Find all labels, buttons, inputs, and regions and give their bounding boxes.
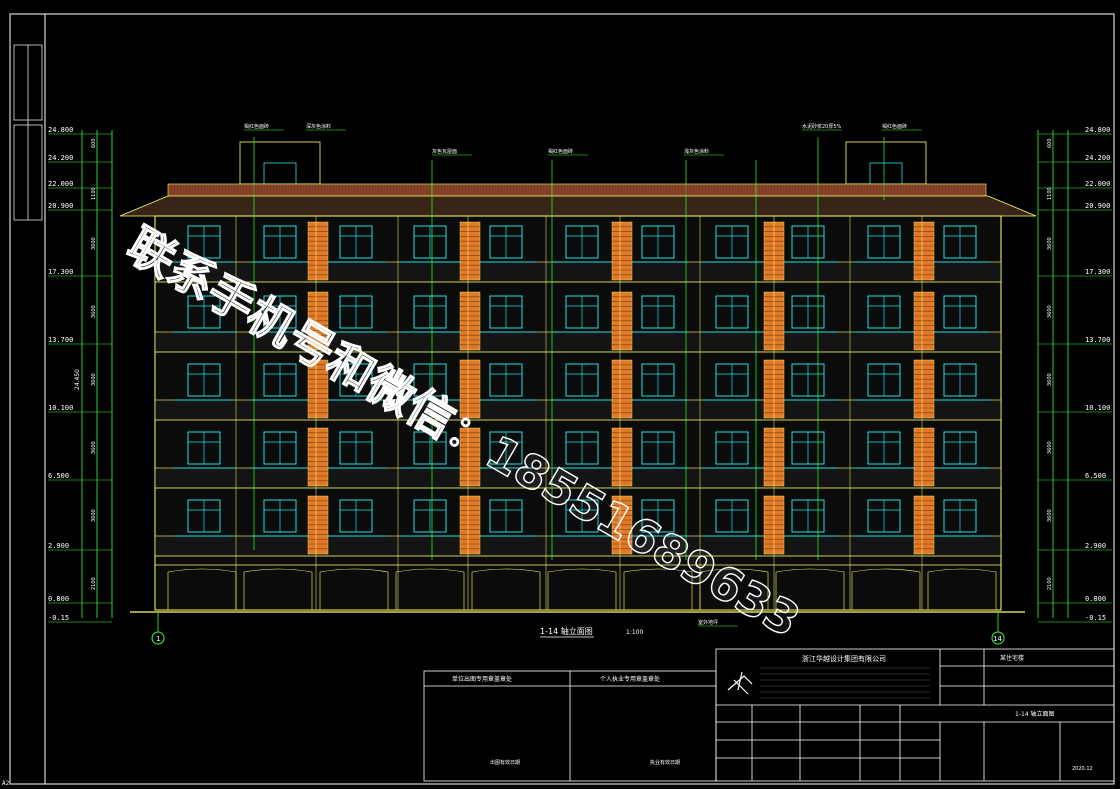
material-annotation: 室外地坪 bbox=[698, 619, 718, 626]
balcony-band bbox=[154, 399, 1002, 421]
level-label: 6.500 bbox=[48, 472, 69, 480]
ground-arch bbox=[167, 568, 237, 610]
level-label: 22.000 bbox=[1085, 180, 1110, 188]
material-annotations: 褐红色面砖深灰色涂料灰色瓦屋面褐红色面砖浅灰色涂料水泥砂浆20厚5%褐红色面砖室… bbox=[244, 123, 922, 627]
ground-arch bbox=[243, 568, 313, 610]
stamp-note-personal: 执业有效日期 bbox=[650, 759, 680, 766]
level-label: 13.700 bbox=[48, 336, 73, 344]
balcony-band bbox=[154, 535, 1002, 557]
axis-label-right: 14 bbox=[993, 635, 1002, 643]
balcony-band bbox=[154, 467, 1002, 489]
dimension-label: 3600 bbox=[91, 373, 97, 386]
level-label: -0.15 bbox=[1085, 614, 1106, 622]
level-label: 24.800 bbox=[48, 126, 73, 134]
ground-arch bbox=[319, 568, 389, 610]
ground-arch bbox=[547, 568, 617, 610]
title-block bbox=[423, 648, 1115, 782]
axis-bubble-left bbox=[151, 631, 165, 645]
material-annotation: 灰色瓦屋面 bbox=[432, 148, 457, 155]
level-label: 2.900 bbox=[48, 542, 69, 550]
dimension-label: 3600 bbox=[1047, 441, 1053, 454]
company-name: 浙江华越设计集团有限公司 bbox=[802, 654, 886, 663]
sheet-name: 1-14 轴立面图 bbox=[1015, 710, 1055, 718]
level-label: 0.800 bbox=[1085, 595, 1106, 603]
sheet-date: 2020.12 bbox=[1072, 766, 1093, 772]
dimension-label: 2100 bbox=[1047, 577, 1053, 590]
sheet-corner-label: A2 bbox=[2, 780, 10, 787]
level-label: 10.100 bbox=[1085, 404, 1110, 412]
ground-arch bbox=[395, 568, 465, 610]
dimension-labels-left: 600 600 1100 1100 3600 3600 3600 3600 3600 3600 36… bbox=[91, 138, 1053, 590]
drawing-scale: 1:100 bbox=[626, 629, 643, 636]
material-annotation: 浅灰色涂料 bbox=[684, 148, 709, 155]
material-annotation: 褐红色面砖 bbox=[548, 148, 573, 155]
level-labels-right: 24.800 24.200 22.000 20.900 17.300 13.700 10.1… bbox=[1038, 126, 1112, 623]
dimension-label: 1100 bbox=[91, 187, 97, 200]
right-level-ruler bbox=[1037, 130, 1069, 618]
level-label: 6.500 bbox=[1085, 472, 1106, 480]
dimension-label: 2100 bbox=[91, 577, 97, 590]
overall-height-label: 24.450 bbox=[74, 369, 81, 390]
level-label: 20.900 bbox=[48, 202, 73, 210]
axis-bubble-right bbox=[991, 631, 1005, 645]
level-label: 24.800 bbox=[1085, 126, 1110, 134]
level-label: 17.300 bbox=[48, 268, 73, 276]
binding-boxes bbox=[13, 44, 43, 221]
company-logo bbox=[727, 671, 753, 695]
dimension-label: 600 bbox=[1047, 138, 1053, 148]
level-labels-left: 24.800 24.200 22.000 20.900 17.300 13.700 10.1… bbox=[48, 126, 112, 623]
drawing-frame bbox=[9, 13, 1115, 785]
dimension-label: 3600 bbox=[1047, 509, 1053, 522]
facade-generated bbox=[154, 137, 1002, 610]
ground-arch bbox=[775, 568, 845, 610]
stamp-box-unit: 单位出图专用章盖章处 bbox=[452, 675, 512, 683]
ground-arch bbox=[699, 568, 769, 610]
balcony-band bbox=[154, 331, 1002, 353]
dimension-label: 3600 bbox=[1047, 237, 1053, 250]
roof-eave bbox=[119, 195, 1037, 217]
drawing-title: 1-14 轴立面图 bbox=[540, 626, 593, 636]
material-annotation: 水泥砂浆20厚5% bbox=[802, 123, 842, 130]
dimension-label: 3600 bbox=[1047, 305, 1053, 318]
ground-arch bbox=[623, 568, 693, 610]
dimension-label: 3600 bbox=[1047, 373, 1053, 386]
stamp-note-unit: 出图有效日期 bbox=[490, 759, 520, 766]
dimension-label: 3600 bbox=[91, 509, 97, 522]
material-annotation: 褐红色面砖 bbox=[244, 123, 269, 130]
level-label: 17.300 bbox=[1085, 268, 1110, 276]
material-annotation: 褐红色面砖 bbox=[882, 123, 907, 130]
dimension-label: 3600 bbox=[91, 237, 97, 250]
level-label: 24.200 bbox=[1085, 154, 1110, 162]
level-label: 10.100 bbox=[48, 404, 73, 412]
title-block-rows bbox=[760, 667, 930, 699]
dimension-label: 600 bbox=[91, 138, 97, 148]
balcony-band bbox=[154, 261, 1002, 283]
level-label: 13.700 bbox=[1085, 336, 1110, 344]
level-label: 20.900 bbox=[1085, 202, 1110, 210]
level-label: 0.800 bbox=[48, 595, 69, 603]
ground-arch bbox=[851, 568, 921, 610]
stamp-box-personal: 个人执业专用章盖章处 bbox=[600, 675, 660, 683]
project-name: 某住宅楼 bbox=[1000, 654, 1024, 662]
level-label: 22.000 bbox=[48, 180, 73, 188]
axis-label-left: 1 bbox=[156, 635, 160, 643]
left-level-ruler bbox=[81, 130, 113, 618]
ground-arch bbox=[471, 568, 541, 610]
axis-markers bbox=[151, 612, 1005, 645]
material-annotation: 深灰色涂料 bbox=[306, 123, 331, 130]
level-label: -0.15 bbox=[48, 614, 69, 622]
level-label: 24.200 bbox=[48, 154, 73, 162]
dimension-label: 1100 bbox=[1047, 187, 1053, 200]
dimension-label: 3600 bbox=[91, 441, 97, 454]
dimension-label: 3600 bbox=[91, 305, 97, 318]
level-label: 2.900 bbox=[1085, 542, 1106, 550]
ground-arch bbox=[927, 568, 997, 610]
